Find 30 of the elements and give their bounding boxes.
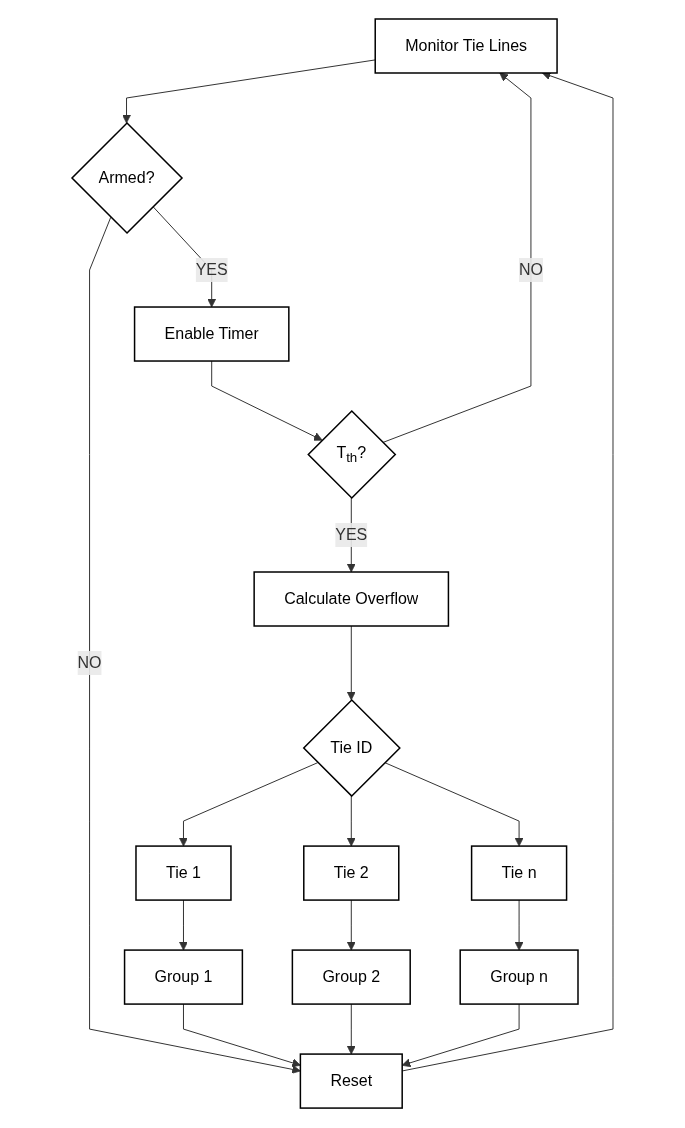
- arrow: [182, 1004, 301, 1068]
- arrow: [179, 900, 188, 951]
- arrow: [346, 1004, 356, 1055]
- arrow: [514, 900, 524, 951]
- node-box: Calculate Overflow: [253, 571, 450, 628]
- node-diamond: Armed?: [70, 122, 184, 235]
- node-diamond: T$_{th}$?: [307, 410, 397, 500]
- node-box: Tie 2: [303, 845, 400, 902]
- node-box: Group 2: [291, 949, 411, 1006]
- edge-label: YES: [195, 261, 228, 279]
- arrow: [211, 361, 323, 442]
- arrow: [382, 73, 532, 444]
- node-box: Enable Timer: [133, 306, 290, 363]
- arrow: [122, 59, 376, 124]
- edge-label: NO: [77, 654, 102, 672]
- node-box: Tie 1: [135, 845, 232, 902]
- node-box: Monitor Tie Lines: [374, 18, 558, 75]
- edge-label: YES: [335, 526, 368, 544]
- arrow: [89, 217, 301, 1075]
- node-box: Group 1: [123, 949, 244, 1006]
- arrow: [179, 762, 319, 847]
- node-diamond: Tie ID: [302, 699, 401, 798]
- edge-label: NO: [518, 261, 543, 279]
- node-box: Group n: [459, 949, 579, 1006]
- arrow: [346, 625, 356, 701]
- arrow: [346, 900, 356, 951]
- node-box: Reset: [299, 1053, 403, 1110]
- arrow: [346, 796, 356, 847]
- node-box: Tie n: [470, 845, 568, 902]
- arrow: [384, 762, 524, 847]
